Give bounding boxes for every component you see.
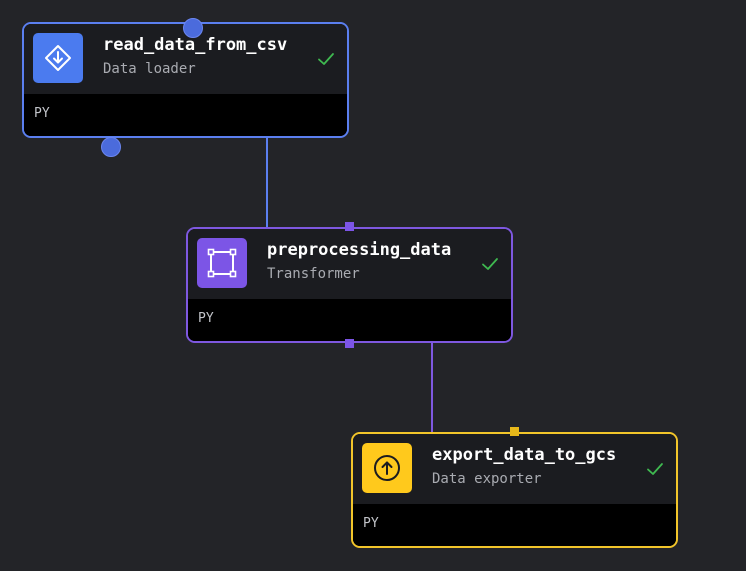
block-export-data-to-gcs[interactable]: export_data_to_gcs Data exporter PY — [351, 432, 678, 548]
download-icon — [33, 33, 83, 83]
block-language: PY — [34, 106, 50, 121]
block-input-port[interactable] — [183, 18, 203, 38]
block-type-label: Transformer — [267, 266, 360, 282]
block-footer: PY — [353, 504, 676, 546]
block-language: PY — [363, 516, 379, 531]
success-check-icon — [647, 463, 663, 475]
block-footer: PY — [188, 299, 511, 341]
block-title: read_data_from_csv — [103, 35, 288, 55]
block-type-label: Data exporter — [432, 471, 542, 487]
block-output-port[interactable] — [101, 137, 121, 157]
block-title: export_data_to_gcs — [432, 445, 617, 465]
block-read-data-from-csv[interactable]: read_data_from_csv Data loader PY — [22, 22, 349, 138]
success-check-icon — [482, 258, 498, 270]
success-check-icon — [318, 53, 334, 65]
block-input-port[interactable] — [510, 427, 519, 436]
block-output-port[interactable] — [345, 339, 354, 348]
block-title: preprocessing_data — [267, 240, 452, 260]
transform-frame-icon — [197, 238, 247, 288]
block-header[interactable]: preprocessing_data Transformer — [188, 229, 511, 299]
block-preprocessing-data[interactable]: preprocessing_data Transformer PY — [186, 227, 513, 343]
block-footer: PY — [24, 94, 347, 136]
block-header[interactable]: read_data_from_csv Data loader — [24, 24, 347, 94]
upload-icon — [362, 443, 412, 493]
block-input-port[interactable] — [345, 222, 354, 231]
block-header[interactable]: export_data_to_gcs Data exporter — [353, 434, 676, 504]
block-language: PY — [198, 311, 214, 326]
block-type-label: Data loader — [103, 61, 196, 77]
